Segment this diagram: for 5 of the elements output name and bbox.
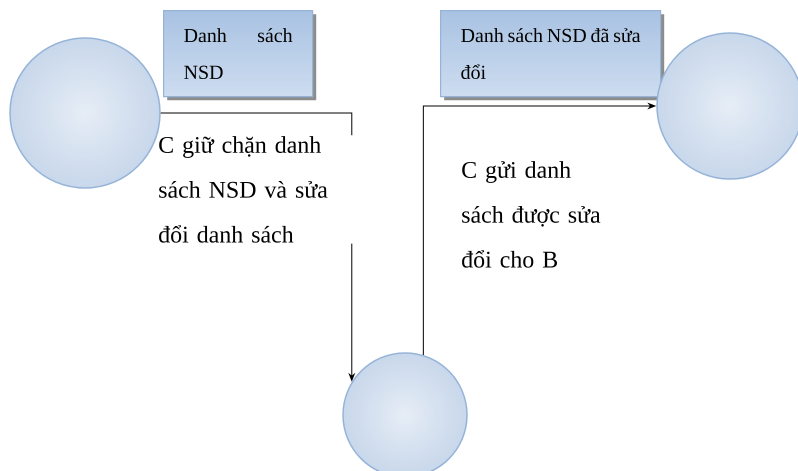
list-box: Danh sách NSD đã sửa đổi <box>440 10 664 100</box>
circle <box>9 37 161 189</box>
list-box: Danh sách NSD <box>163 10 316 100</box>
edge-label: C giữ chặn danh sách NSD và sửa đổi danh sách <box>157 135 360 244</box>
edge-label: C gửi danh sách được sửa đổi cho B <box>460 160 612 269</box>
